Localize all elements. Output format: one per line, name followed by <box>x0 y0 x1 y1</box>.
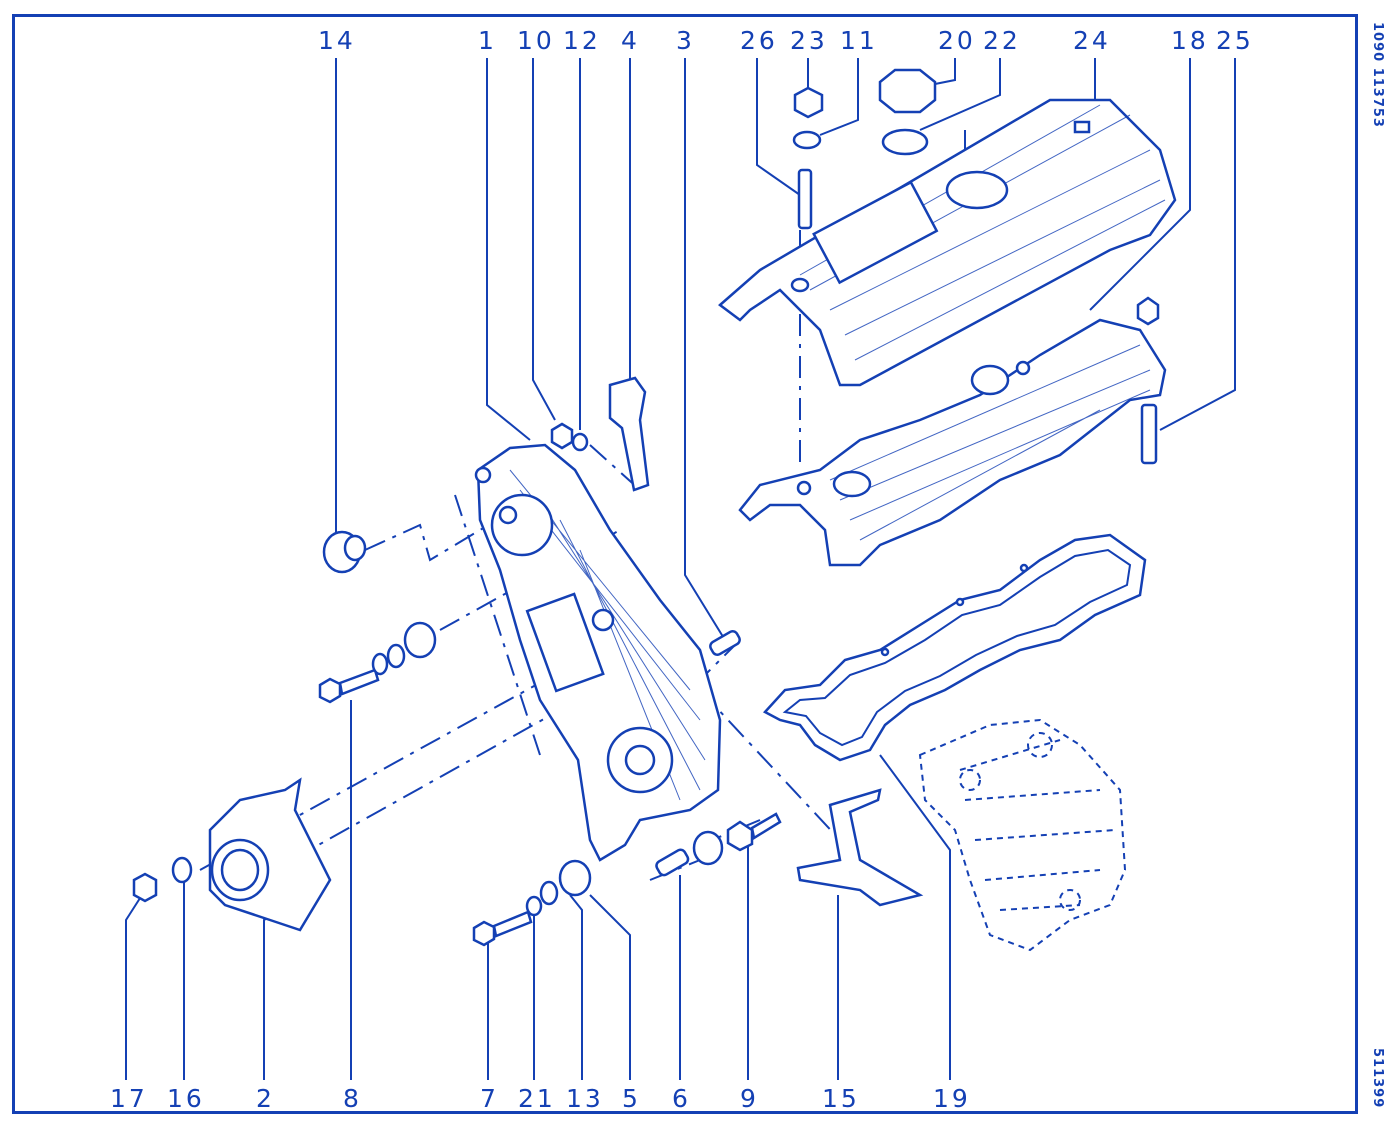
callout-15: 15 <box>822 1084 860 1113</box>
callout-20: 20 <box>938 26 976 55</box>
part-24-outer-cover <box>718 98 1177 387</box>
callout-17: 17 <box>110 1084 148 1113</box>
callout-22: 22 <box>983 26 1021 55</box>
part-25-stud-nut <box>1136 296 1160 465</box>
part-19-gasket <box>762 533 1147 762</box>
part-15-bracket <box>796 788 924 907</box>
callout-11: 11 <box>840 26 878 55</box>
cylinder-head-ghost <box>918 718 1127 952</box>
callout-3: 3 <box>676 26 695 55</box>
callout-19: 19 <box>933 1084 971 1113</box>
reference-code-top: 1090 113753 <box>1370 22 1385 128</box>
part-6-spacer <box>655 848 690 877</box>
callout-16: 16 <box>167 1084 205 1113</box>
callout-13: 13 <box>566 1084 604 1113</box>
reference-code-bottom: 511399 <box>1370 1048 1385 1109</box>
part-10-nut-12-washer <box>550 422 589 452</box>
part-9-bolt <box>692 812 782 866</box>
callout-1: 1 <box>478 26 497 55</box>
callout-21: 21 <box>518 1084 556 1113</box>
part-18-inner-cover <box>738 318 1167 567</box>
part-23-capnut-11-washer <box>792 86 824 150</box>
part-4-bracket <box>608 376 650 492</box>
callout-14: 14 <box>318 26 356 55</box>
callout-12: 12 <box>563 26 601 55</box>
part-20-cap-22-seal <box>878 68 937 156</box>
part-3-dowel <box>709 630 741 656</box>
part-14-plug <box>322 530 367 574</box>
part-8-bolt <box>318 621 437 704</box>
part-16-washer-17-nut <box>132 856 193 903</box>
callout-26: 26 <box>740 26 778 55</box>
part-7-bolt-stack <box>472 859 592 947</box>
callout-7: 7 <box>480 1084 499 1113</box>
callout-23: 23 <box>790 26 828 55</box>
callout-9: 9 <box>740 1084 759 1113</box>
diagram-border <box>12 14 1358 1114</box>
part-26-stud <box>797 168 813 230</box>
callout-6: 6 <box>672 1084 691 1113</box>
callout-4: 4 <box>621 26 640 55</box>
callout-25: 25 <box>1216 26 1254 55</box>
callout-8: 8 <box>343 1084 362 1113</box>
callout-18: 18 <box>1171 26 1209 55</box>
leader-lines <box>125 58 1236 1080</box>
callout-24: 24 <box>1073 26 1111 55</box>
part-2-housing <box>208 777 332 932</box>
callout-5: 5 <box>622 1084 641 1113</box>
part-1-timing-cover <box>474 443 722 862</box>
callout-2: 2 <box>256 1084 275 1113</box>
callout-10: 10 <box>517 26 555 55</box>
